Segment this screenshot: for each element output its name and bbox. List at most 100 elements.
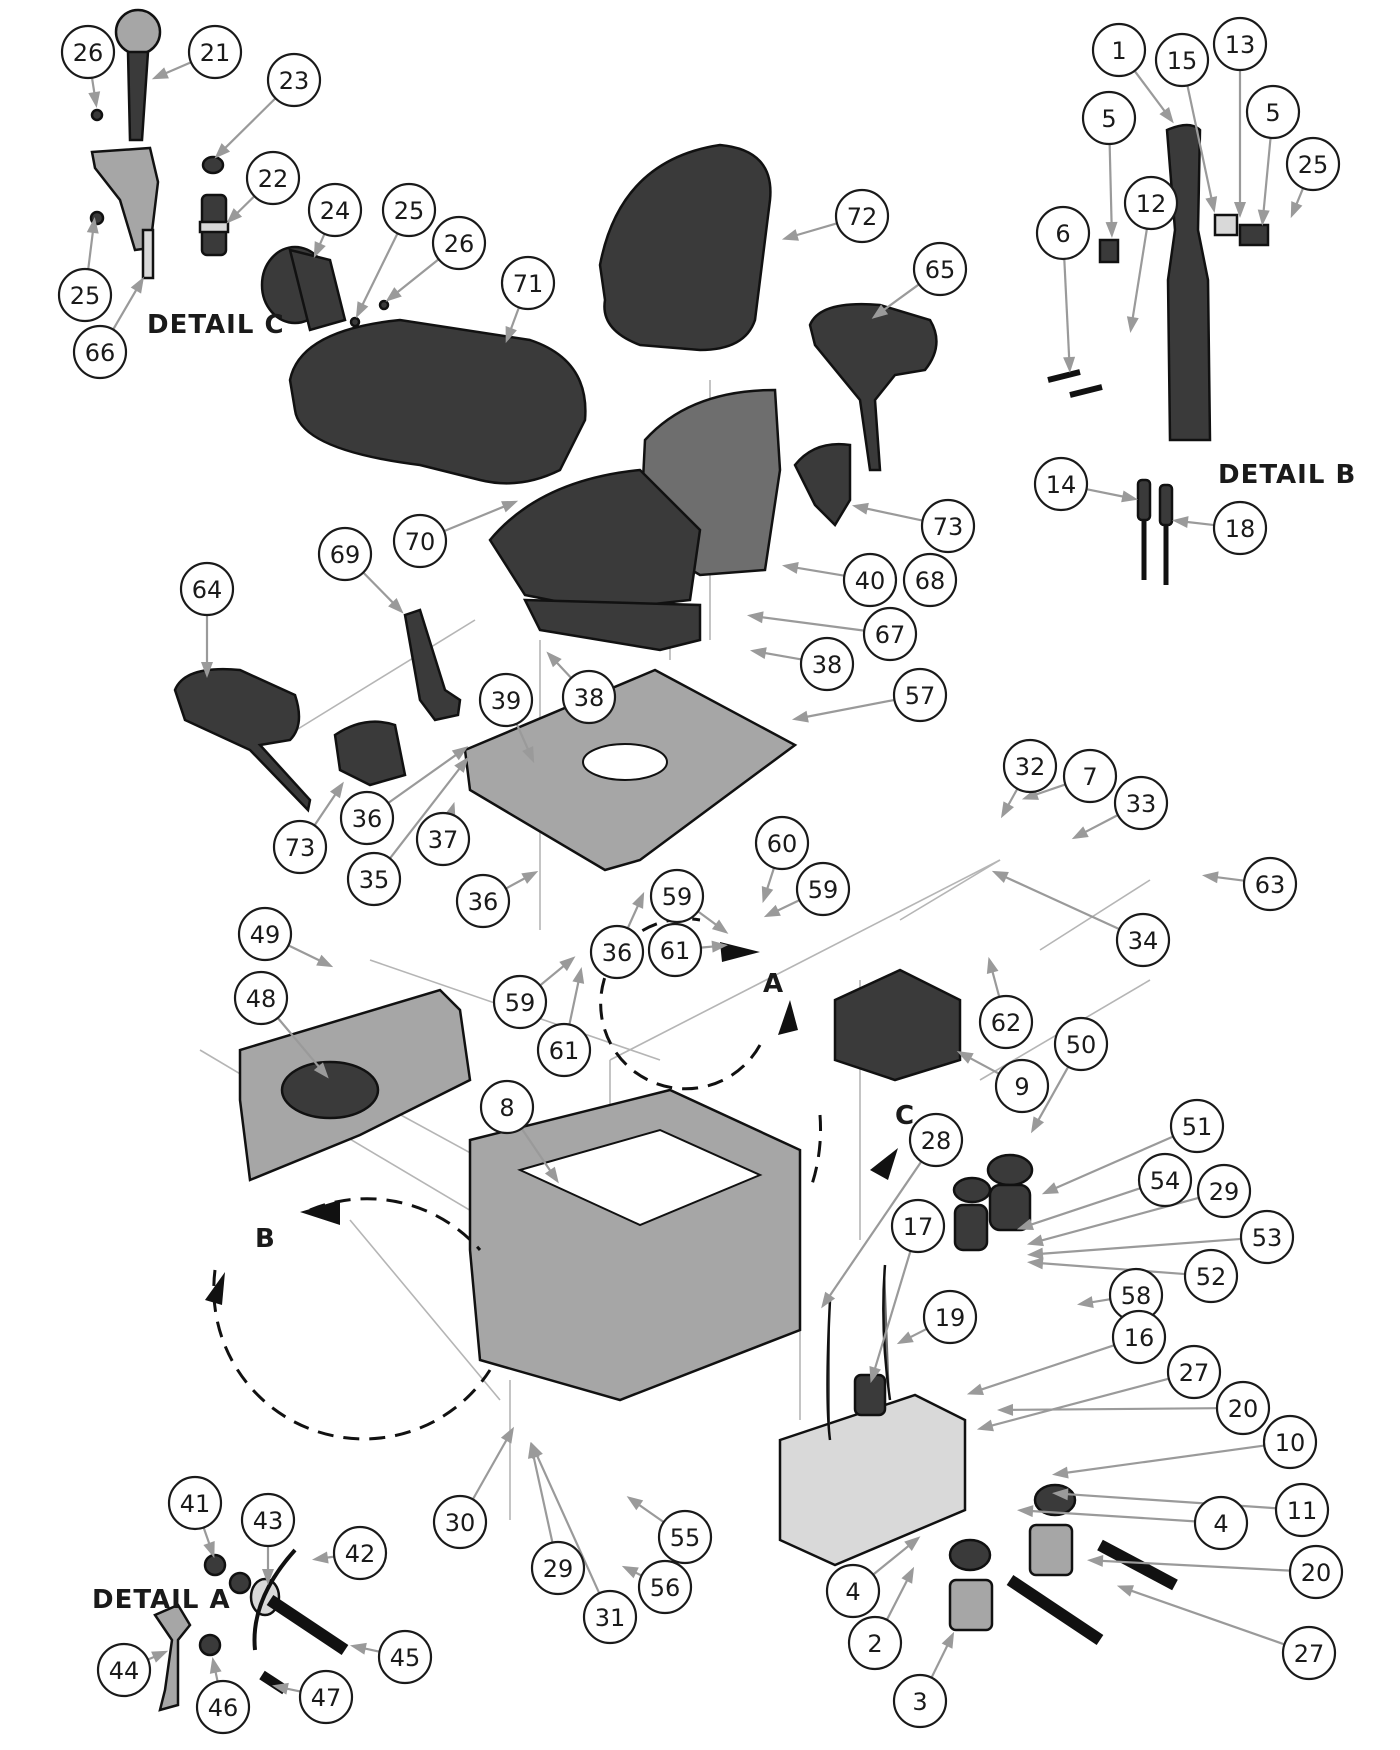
bolt <box>1047 369 1081 383</box>
callout-63: 63 <box>1242 856 1298 912</box>
callout-number: 66 <box>85 339 116 367</box>
lever-knob <box>114 8 162 56</box>
small-screw <box>349 316 361 328</box>
callout-circle <box>862 606 918 662</box>
lever-assembly-b <box>1165 123 1212 442</box>
callout-69: 69 <box>317 526 373 582</box>
hose <box>1006 1575 1104 1645</box>
callout-circle <box>432 1494 488 1550</box>
leader-arrowhead <box>572 966 585 984</box>
leader-arrowhead <box>451 746 469 761</box>
leader-arrowhead <box>311 1551 329 1564</box>
leader-arrowhead <box>88 91 101 109</box>
callout-circle <box>842 552 898 608</box>
callout-24: 24 <box>307 182 363 238</box>
callout-circle <box>647 922 703 978</box>
callout-number: 67 <box>875 621 906 649</box>
detail-a-arrow <box>720 942 760 962</box>
callout-14: 14 <box>1033 456 1089 512</box>
callout-circle <box>1137 1152 1193 1208</box>
callout-number: 2 <box>867 1630 882 1658</box>
callout-38: 38 <box>561 669 617 725</box>
leader-arrowhead <box>385 287 402 302</box>
leader-arrowhead <box>226 208 243 224</box>
callout-circle <box>799 636 855 692</box>
leader-arrowhead <box>151 67 169 80</box>
callout-number: 11 <box>1287 1497 1318 1525</box>
seat-belt <box>403 608 462 722</box>
leader-arrowhead <box>1026 1257 1044 1270</box>
callout-55: 55 <box>657 1509 713 1565</box>
callout-number: 27 <box>1179 1359 1210 1387</box>
leader-arrowhead <box>201 662 213 678</box>
rear-panel-opening <box>280 1060 380 1120</box>
leader-line-14 <box>1086 488 1129 499</box>
leader-arrowhead <box>896 1331 914 1345</box>
callout-52: 52 <box>1183 1248 1239 1304</box>
callout-26: 26 <box>431 215 487 271</box>
detail-b-marker: B <box>255 1224 275 1254</box>
leader-arrowhead <box>1051 1466 1069 1479</box>
callout-59: 59 <box>795 861 851 917</box>
leader-arrowhead <box>632 891 645 909</box>
leader-line-5 <box>1262 137 1272 217</box>
leader-line-25 <box>87 226 95 270</box>
callout-71: 71 <box>500 255 556 311</box>
callout-circle <box>561 669 617 725</box>
screw <box>90 108 104 122</box>
detail-c-marker: C <box>895 1101 914 1131</box>
callout-57: 57 <box>892 667 948 723</box>
callout-number: 13 <box>1225 31 1256 59</box>
callout-circle <box>272 819 328 875</box>
callout-circle <box>892 667 948 723</box>
detail-b-circle-top <box>309 1197 482 1251</box>
callout-circle <box>912 241 968 297</box>
callout-circle <box>1245 84 1301 140</box>
bracket-pin <box>141 228 155 280</box>
leader-arrowhead <box>711 940 729 953</box>
leader-arrowhead <box>1205 196 1218 214</box>
callout-4: 4 <box>825 1563 881 1619</box>
callout-number: 25 <box>1298 151 1329 179</box>
callout-circle <box>245 150 301 206</box>
callout-number: 57 <box>905 682 936 710</box>
leader-arrowhead <box>1201 871 1219 884</box>
callout-number: 25 <box>394 197 425 225</box>
nut <box>203 1553 227 1577</box>
callout-16: 16 <box>1111 1309 1167 1365</box>
callout-circle <box>582 1589 638 1645</box>
callout-23: 23 <box>266 52 322 108</box>
detail-a-lever <box>153 1603 192 1712</box>
leader-arrowhead <box>1076 1296 1094 1309</box>
callout-number: 19 <box>935 1304 966 1332</box>
callout-number: 8 <box>499 1094 514 1122</box>
leader-arrowhead <box>1000 801 1014 819</box>
callout-number: 65 <box>925 256 956 284</box>
leader-arrowhead <box>1121 490 1139 503</box>
callout-number: 7 <box>1082 763 1097 791</box>
leader-arrowhead <box>86 216 99 234</box>
battery <box>833 968 962 1082</box>
leader-line-8 <box>520 1127 555 1176</box>
callout-circle <box>637 1559 693 1615</box>
callout-circle <box>825 1563 881 1619</box>
leader-line-53 <box>1036 1237 1242 1256</box>
callout-64: 64 <box>179 561 235 617</box>
callout-number: 39 <box>491 687 522 715</box>
callout-number: 72 <box>847 203 878 231</box>
leader-arrowhead <box>869 1366 881 1384</box>
callout-number: 24 <box>320 197 351 225</box>
callout-35: 35 <box>346 851 402 907</box>
leader-arrowhead <box>763 904 781 918</box>
callout-19: 19 <box>922 1289 978 1345</box>
callout-46: 46 <box>195 1679 251 1735</box>
leader-arrowhead <box>130 276 144 294</box>
callout-number: 1 <box>1111 37 1126 65</box>
callout-number: 36 <box>468 888 499 916</box>
callout-circle <box>240 1492 296 1548</box>
callout-circle <box>60 24 116 80</box>
callout-number: 40 <box>855 567 886 595</box>
leader-line-25 <box>359 232 399 310</box>
callout-58: 58 <box>1108 1267 1164 1323</box>
callout-number: 50 <box>1066 1031 1097 1059</box>
